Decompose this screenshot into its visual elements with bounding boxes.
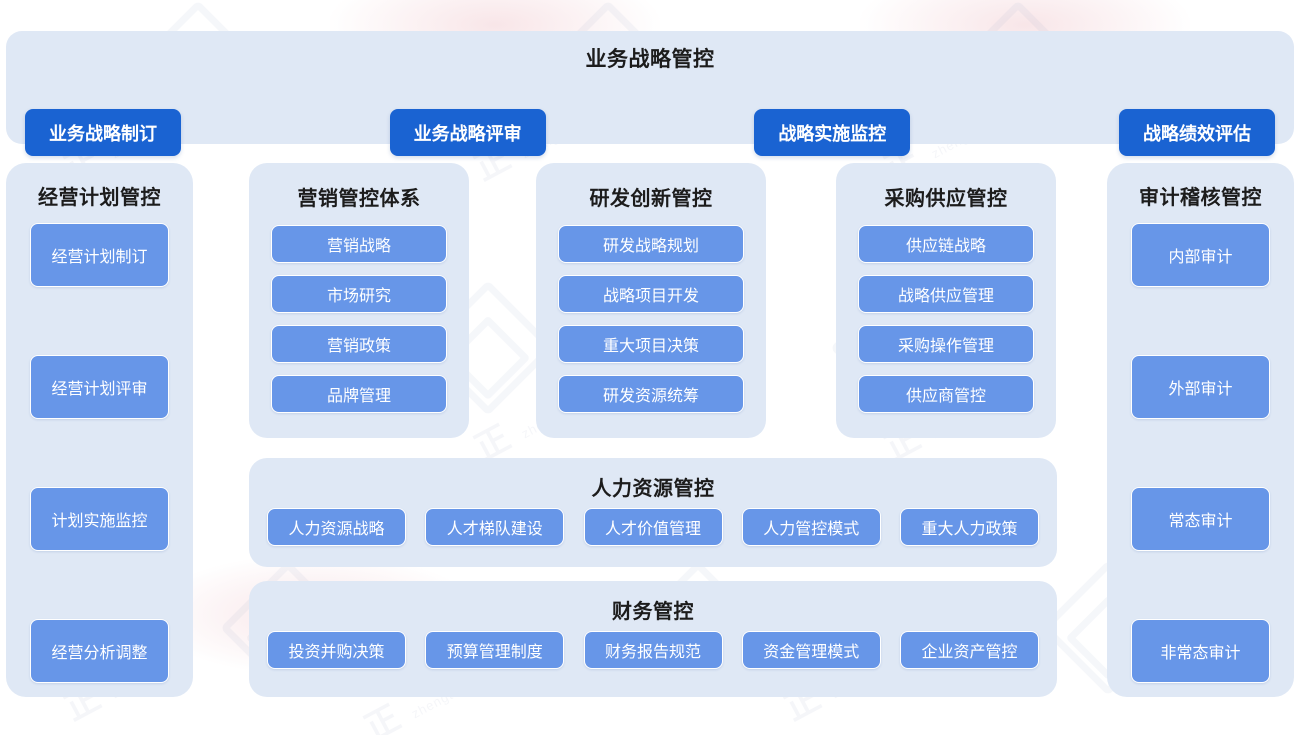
audit-column: 审计稽核管控 内部审计 外部审计 常态审计 非常态审计 xyxy=(1107,163,1294,697)
audit-item-non-routine[interactable]: 非常态审计 xyxy=(1131,619,1270,683)
finance-item-budget-system[interactable]: 预算管理制度 xyxy=(425,631,565,669)
supply-item-strategic-supply[interactable]: 战略供应管理 xyxy=(858,275,1034,313)
rd-item-major-decision[interactable]: 重大项目决策 xyxy=(558,325,744,363)
banner-button-row: 业务战略制订 业务战略评审 战略实施监控 战略绩效评估 xyxy=(6,109,1294,156)
banner-item-strategy-formulation[interactable]: 业务战略制订 xyxy=(25,109,181,156)
marketing-item-market-research[interactable]: 市场研究 xyxy=(271,275,447,313)
rd-innovation-column: 研发创新管控 研发战略规划 战略项目开发 重大项目决策 研发资源统筹 xyxy=(536,163,766,438)
hr-item-talent-pipeline[interactable]: 人才梯队建设 xyxy=(425,508,565,546)
finance-item-list: 投资并购决策 预算管理制度 财务报告规范 资金管理模式 企业资产管控 xyxy=(249,631,1057,669)
rd-innovation-title: 研发创新管控 xyxy=(589,188,713,210)
procurement-supply-title: 采购供应管控 xyxy=(884,188,1008,210)
supply-item-supplier-control[interactable]: 供应商管控 xyxy=(858,375,1034,413)
operating-plan-title: 经营计划管控 xyxy=(38,187,161,209)
operating-plan-item-formulation[interactable]: 经营计划制订 xyxy=(30,223,169,287)
human-resources-item-list: 人力资源战略 人才梯队建设 人才价值管理 人力管控模式 重大人力政策 xyxy=(249,508,1057,546)
operating-plan-item-analysis[interactable]: 经营分析调整 xyxy=(30,619,169,683)
finance-title: 财务管控 xyxy=(612,601,694,623)
procurement-supply-column: 采购供应管控 供应链战略 战略供应管理 采购操作管理 供应商管控 xyxy=(836,163,1056,438)
hr-item-control-model[interactable]: 人力管控模式 xyxy=(741,508,881,546)
marketing-item-policy[interactable]: 营销政策 xyxy=(271,325,447,363)
human-resources-section: 人力资源管控 人力资源战略 人才梯队建设 人才价值管理 人力管控模式 重大人力政… xyxy=(249,458,1057,567)
rd-item-project-development[interactable]: 战略项目开发 xyxy=(558,275,744,313)
audit-title: 审计稽核管控 xyxy=(1139,187,1262,209)
audit-item-internal[interactable]: 内部审计 xyxy=(1131,223,1270,287)
operating-plan-item-monitoring[interactable]: 计划实施监控 xyxy=(30,487,169,551)
operating-plan-item-review[interactable]: 经营计划评审 xyxy=(30,355,169,419)
finance-item-asset-control[interactable]: 企业资产管控 xyxy=(900,631,1039,669)
operating-plan-column: 经营计划管控 经营计划制订 经营计划评审 计划实施监控 经营分析调整 xyxy=(6,163,193,697)
marketing-column: 营销管控体系 营销战略 市场研究 营销政策 品牌管理 xyxy=(249,163,469,438)
business-strategy-banner: 业务战略管控 业务战略制订 业务战略评审 战略实施监控 战略绩效评估 xyxy=(6,31,1294,156)
finance-item-investment-ma[interactable]: 投资并购决策 xyxy=(267,631,406,669)
audit-item-routine[interactable]: 常态审计 xyxy=(1131,487,1270,551)
finance-section: 财务管控 投资并购决策 预算管理制度 财务报告规范 资金管理模式 企业资产管控 xyxy=(249,581,1057,697)
marketing-item-strategy[interactable]: 营销战略 xyxy=(271,225,447,263)
banner-item-strategy-monitoring[interactable]: 战略实施监控 xyxy=(754,109,911,156)
finance-item-fund-model[interactable]: 资金管理模式 xyxy=(741,631,881,669)
rd-innovation-item-list: 研发战略规划 战略项目开发 重大项目决策 研发资源统筹 xyxy=(536,225,766,413)
marketing-title: 营销管控体系 xyxy=(297,188,421,210)
human-resources-title: 人力资源管控 xyxy=(591,478,715,500)
hr-item-strategy[interactable]: 人力资源战略 xyxy=(267,508,406,546)
hr-item-talent-value[interactable]: 人才价值管理 xyxy=(583,508,723,546)
audit-item-list: 内部审计 外部审计 常态审计 非常态审计 xyxy=(1107,223,1294,683)
supply-item-procurement-ops[interactable]: 采购操作管理 xyxy=(858,325,1034,363)
audit-item-external[interactable]: 外部审计 xyxy=(1131,355,1270,419)
marketing-item-list: 营销战略 市场研究 营销政策 品牌管理 xyxy=(249,225,469,413)
marketing-item-brand[interactable]: 品牌管理 xyxy=(271,375,447,413)
operating-plan-item-list: 经营计划制订 经营计划评审 计划实施监控 经营分析调整 xyxy=(6,223,193,683)
procurement-supply-item-list: 供应链战略 战略供应管理 采购操作管理 供应商管控 xyxy=(836,225,1056,413)
hr-item-major-policy[interactable]: 重大人力政策 xyxy=(900,508,1039,546)
banner-title: 业务战略管控 xyxy=(585,48,715,71)
banner-item-strategy-review[interactable]: 业务战略评审 xyxy=(389,109,546,156)
supply-item-chain-strategy[interactable]: 供应链战略 xyxy=(858,225,1034,263)
rd-item-strategy-planning[interactable]: 研发战略规划 xyxy=(558,225,744,263)
rd-item-resource-planning[interactable]: 研发资源统筹 xyxy=(558,375,744,413)
banner-item-strategy-performance[interactable]: 战略绩效评估 xyxy=(1118,109,1275,156)
finance-item-report-standard[interactable]: 财务报告规范 xyxy=(583,631,723,669)
